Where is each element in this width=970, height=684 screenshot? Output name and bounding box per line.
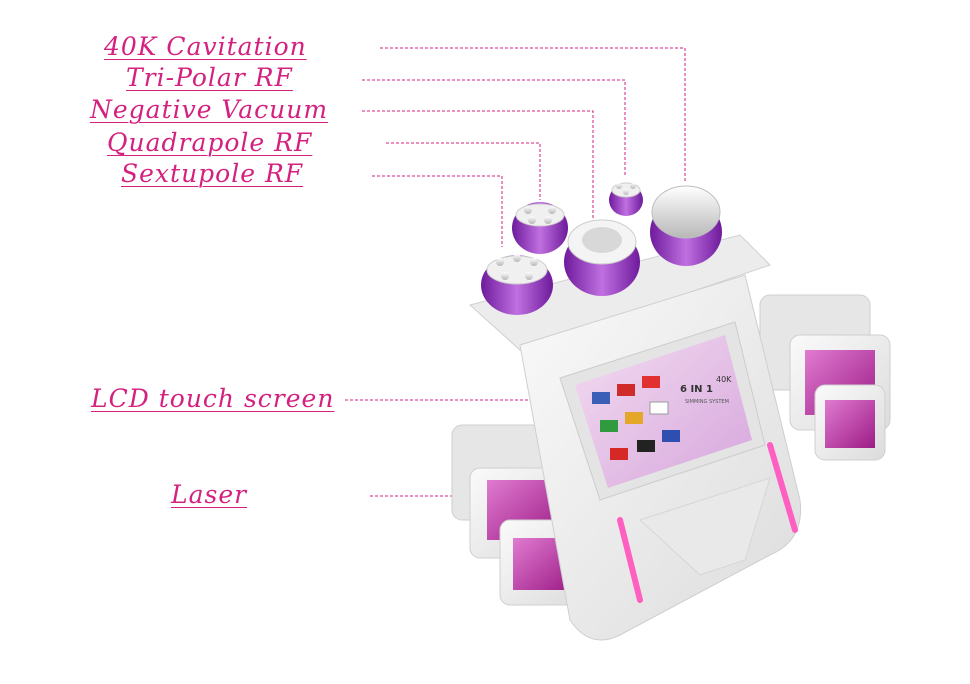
label-negative-vacuum: Negative Vacuum [90,95,329,124]
label-40k-cavitation: 40K Cavitation [104,32,307,61]
label-lcd-touch-screen: LCD touch screen [91,384,335,413]
label-tri-polar-rf: Tri-Polar RF [126,63,293,92]
quadrapole-rf-handpiece [512,202,568,254]
screen-title-light: 40K [716,375,732,384]
negative-vacuum-handpiece [564,219,640,296]
language-flags [592,376,680,460]
leader-quadrapole [386,142,541,200]
tripolar-rf-handpiece [609,182,643,216]
cavitation-handpiece [650,185,722,266]
leader-tripolar [362,79,626,176]
screen-title-bold: 6 IN 1 [680,384,713,395]
led-strip-right [767,442,798,533]
led-strip-left [617,517,643,603]
leader-sextupole [372,175,503,247]
screen-subtitle: SIMMING SYSTEM [685,399,729,405]
leader-vacuum [362,110,594,218]
sextupole-rf-handpiece [481,254,553,315]
speaker-grille [639,477,771,576]
right-laser-pads [759,294,891,461]
label-laser: Laser [171,480,248,509]
label-sextupole-rf: Sextupole RF [121,159,304,188]
leader-cavitation [380,47,686,182]
label-quadrapole-rf: Quadrapole RF [107,128,313,157]
